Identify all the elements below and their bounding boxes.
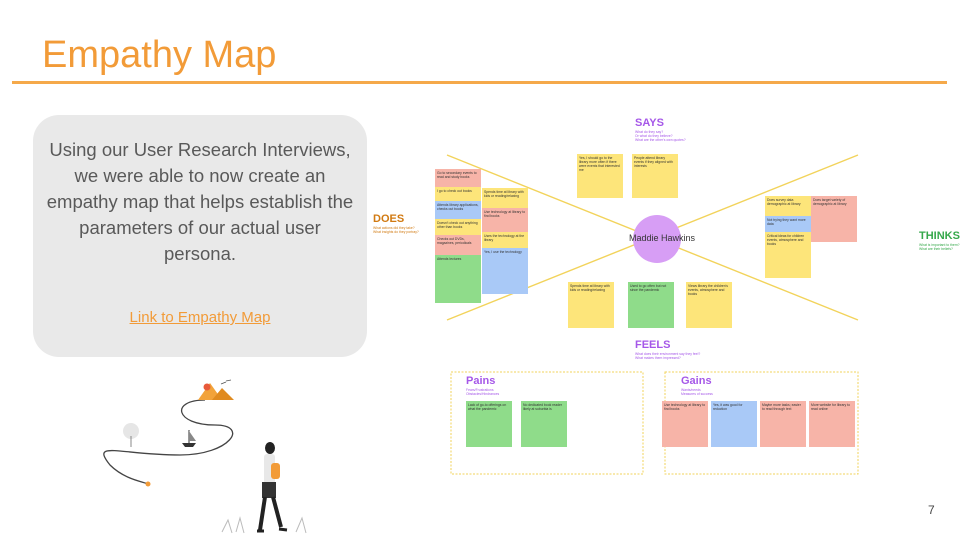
sticky-note: Not trying they want more data (765, 216, 811, 232)
says-sub-1: What do they say? (635, 130, 664, 134)
sticky-note: Attends lectures (435, 255, 481, 303)
feels-label: FEELS (635, 339, 671, 351)
sticky-note: Yes, I use the technology (482, 248, 528, 294)
sticky-note: Use technology at library to find books (662, 401, 708, 447)
gains-sub-1: Wants/needs (681, 388, 701, 392)
sticky-note: Used to go often but not since the pande… (628, 282, 674, 328)
sticky-note: Spends time at library with kids or read… (568, 282, 614, 328)
description-text: Using our User Research Interviews, we w… (46, 139, 354, 264)
pains-sub-1: Fears/Frustrations (466, 388, 494, 392)
sticky-note: Yes, I should go to the library more oft… (577, 154, 623, 198)
sticky-note: Attends library applications, checks out… (435, 201, 481, 219)
sticky-note: More website for library to read online (809, 401, 855, 447)
sticky-note: Yes, it was good for reduction (711, 401, 757, 447)
sticky-note: Go to secondary events to read and study… (435, 169, 481, 187)
sticky-note: Checks out DVDs, magazines, periodicals (435, 235, 481, 255)
does-sub-2: What insights do they portray? (373, 230, 419, 234)
sticky-note: Does target variety of demographic at li… (811, 196, 857, 242)
sticky-note: Spends time at library with kids or read… (482, 188, 528, 208)
persona-name: Maddie Hawkins (629, 233, 696, 243)
thinks-sub-2: What are their beliefs? (919, 247, 953, 251)
sticky-note: I go to check out books (435, 187, 481, 201)
gains-label: Gains (681, 375, 712, 387)
says-label: SAYS (635, 117, 664, 129)
description-card: Using our User Research Interviews, we w… (33, 115, 367, 357)
says-sub-2: Or what do they believe? (635, 134, 673, 138)
thinks-sub-1: What is important to them? (919, 243, 960, 247)
feels-sub-2: What makes them impressed? (635, 356, 681, 360)
thinks-label: THINKS (919, 230, 960, 242)
pains-box (450, 371, 644, 475)
title-divider (12, 81, 947, 84)
empathy-map-link[interactable]: Link to Empathy Map (129, 309, 271, 326)
pains-label: Pains (466, 375, 496, 387)
feels-sub-1: What does their environment say they fee… (635, 352, 701, 356)
sticky-note: Critical ideas for children events, atmo… (765, 232, 811, 278)
does-label: DOES (373, 213, 405, 225)
sticky-note: Lack of go-to offerings on what the pand… (466, 401, 512, 447)
page-number: 7 (928, 503, 935, 517)
slide-title: Empathy Map (42, 34, 277, 76)
pains-sub-2: Obstacles/Hindrances (466, 392, 500, 396)
persona-circle (633, 215, 681, 263)
sticky-note: Doesn't check out anything other than bo… (435, 219, 481, 235)
sticky-note: Uses the technology at the library (482, 232, 528, 248)
sticky-note: Views library the children's events, atm… (686, 282, 732, 328)
sticky-note: Use technology at library to find books (482, 208, 528, 232)
sticky-note: People attend library events if they ali… (632, 154, 678, 198)
does-sub-1: What actions did they take? (373, 226, 415, 230)
sticky-note: Does survey data demographic at library (765, 196, 811, 216)
says-sub-3: What are the other's own quotes? (635, 138, 686, 142)
sticky-note: No dedicated book reader likely at subur… (521, 401, 567, 447)
sticky-note: Maybe more tasks; easier to read through… (760, 401, 806, 447)
gains-sub-2: Measures of success (681, 392, 713, 396)
